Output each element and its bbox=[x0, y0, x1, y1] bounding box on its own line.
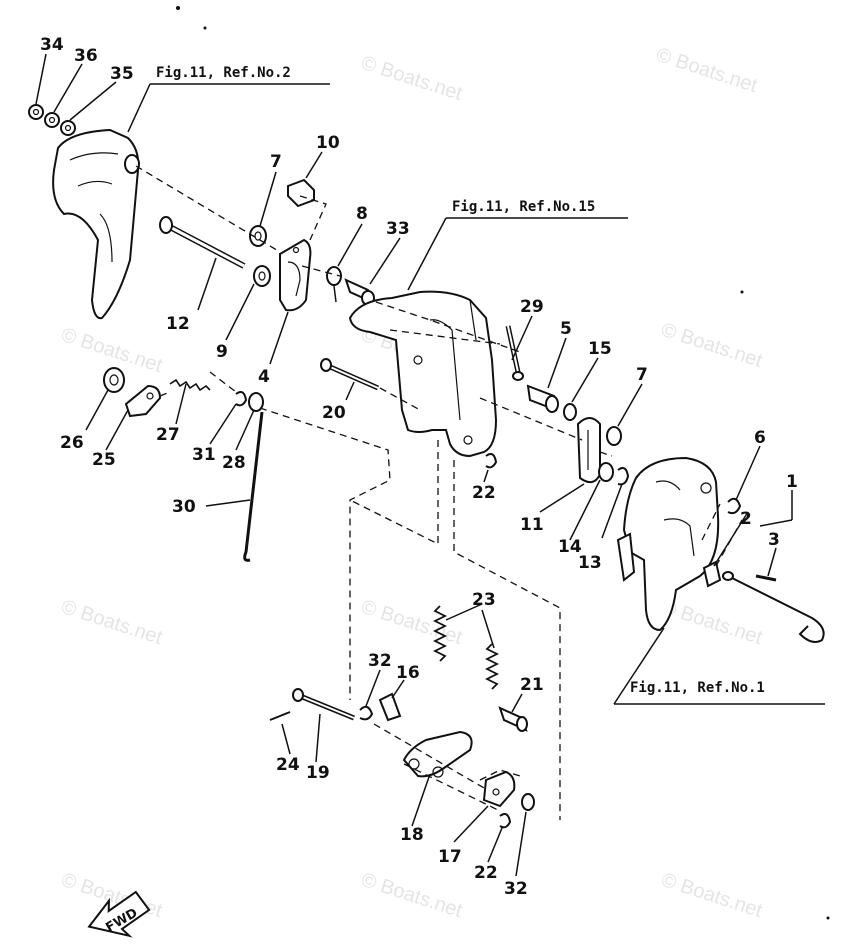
spring-27 bbox=[169, 378, 211, 392]
callout-17: 17 bbox=[438, 847, 462, 867]
callout-2: 2 bbox=[740, 509, 752, 529]
callout-9: 9 bbox=[216, 342, 228, 362]
cotter-3 bbox=[755, 574, 777, 582]
swivel-bracket bbox=[348, 290, 498, 458]
callout-8: 8 bbox=[356, 204, 368, 224]
left-clamp-bracket bbox=[52, 128, 140, 320]
washer-15 bbox=[563, 403, 577, 421]
lever-18 bbox=[402, 730, 473, 778]
callout-31: 31 bbox=[192, 445, 216, 465]
callout-numbers: 1 2 3 4 5 6 7 7 8 9 10 11 12 13 14 15 16… bbox=[40, 35, 798, 899]
watermark: © Boats.net bbox=[658, 869, 765, 922]
callout-19: 19 bbox=[306, 763, 330, 783]
callout-22b: 22 bbox=[474, 863, 498, 883]
callout-34: 34 bbox=[40, 35, 64, 55]
washer-14 bbox=[598, 462, 614, 482]
plate-4 bbox=[279, 238, 312, 312]
clip-22-upper bbox=[485, 453, 498, 469]
watermark: © Boats.net bbox=[358, 52, 465, 105]
callout-22a: 22 bbox=[472, 483, 496, 503]
ref-label-bottom-right: Fig.11, Ref.No.1 bbox=[613, 627, 825, 705]
callout-21: 21 bbox=[520, 675, 544, 695]
speck bbox=[176, 6, 180, 10]
washer-7-right bbox=[606, 426, 622, 446]
washer-8 bbox=[326, 266, 342, 286]
callout-28: 28 bbox=[222, 453, 246, 473]
callout-11: 11 bbox=[520, 515, 544, 535]
callout-36: 36 bbox=[74, 46, 98, 66]
right-clamp-bracket bbox=[616, 456, 720, 632]
callout-32b: 32 bbox=[504, 879, 528, 899]
callout-32a: 32 bbox=[368, 651, 392, 671]
callout-33: 33 bbox=[386, 219, 410, 239]
washer-32-lower bbox=[521, 793, 535, 811]
callout-13: 13 bbox=[578, 553, 602, 573]
cotter-24 bbox=[269, 711, 291, 721]
watermark: © Boats.net bbox=[658, 319, 765, 372]
callout-35: 35 bbox=[110, 64, 134, 84]
callout-26: 26 bbox=[60, 433, 84, 453]
callout-7a: 7 bbox=[270, 152, 282, 172]
dashed-assembly-lines bbox=[135, 165, 743, 820]
callout-5: 5 bbox=[560, 319, 572, 339]
ref-label-top-left: Fig.11, Ref.No.2 bbox=[127, 65, 330, 133]
callout-23: 23 bbox=[472, 590, 496, 610]
bolt-19 bbox=[292, 688, 355, 721]
lever-17 bbox=[482, 770, 516, 808]
bolt-20 bbox=[320, 358, 380, 391]
svg-text:Fig.11, Ref.No.1: Fig.11, Ref.No.1 bbox=[630, 680, 765, 696]
callout-10: 10 bbox=[316, 133, 340, 153]
bushing-21 bbox=[498, 706, 528, 732]
pin-2 bbox=[702, 560, 722, 588]
callout-14: 14 bbox=[558, 537, 582, 557]
fwd-arrow: FWD bbox=[87, 890, 151, 938]
callout-24: 24 bbox=[276, 755, 300, 775]
callout-27: 27 bbox=[156, 425, 180, 445]
clip-13 bbox=[617, 467, 630, 486]
watermark: © Boats.net bbox=[653, 44, 760, 97]
svg-text:Fig.11, Ref.No.2: Fig.11, Ref.No.2 bbox=[156, 65, 291, 81]
watermark: © Boats.net bbox=[358, 596, 465, 649]
speck bbox=[203, 26, 207, 30]
callout-6: 6 bbox=[754, 428, 766, 448]
rod-30 bbox=[243, 411, 264, 562]
watermark: © Boats.net bbox=[58, 596, 165, 649]
bolt-12 bbox=[159, 216, 246, 269]
speck bbox=[740, 290, 744, 294]
svg-text:Fig.11, Ref.No.15: Fig.11, Ref.No.15 bbox=[452, 199, 595, 215]
clip-31 bbox=[235, 391, 248, 407]
clip-6 bbox=[727, 497, 742, 515]
callout-15: 15 bbox=[588, 339, 612, 359]
knob-26 bbox=[103, 367, 125, 393]
speck bbox=[826, 916, 830, 920]
callout-7b: 7 bbox=[636, 365, 648, 385]
clip-22-lower bbox=[499, 813, 512, 829]
callout-30: 30 bbox=[172, 497, 196, 517]
callout-25: 25 bbox=[92, 450, 116, 470]
washer-9 bbox=[253, 265, 271, 287]
callout-16: 16 bbox=[396, 663, 420, 683]
rod-1 bbox=[722, 571, 825, 643]
springs-23 bbox=[432, 605, 500, 690]
ref-label-center: Fig.11, Ref.No.15 bbox=[407, 199, 628, 291]
lever-25 bbox=[124, 384, 162, 418]
callout-4: 4 bbox=[258, 367, 270, 387]
callout-3: 3 bbox=[768, 530, 780, 550]
part-16 bbox=[378, 692, 402, 722]
link-11 bbox=[576, 417, 601, 484]
clip-32-upper bbox=[359, 705, 374, 721]
callout-20: 20 bbox=[322, 403, 346, 423]
callout-1: 1 bbox=[786, 472, 798, 492]
callout-29: 29 bbox=[520, 297, 544, 317]
callout-leaders bbox=[35, 53, 793, 877]
callout-12: 12 bbox=[166, 314, 190, 334]
washer-stack-34-36-35 bbox=[28, 104, 76, 136]
callout-18: 18 bbox=[400, 825, 424, 845]
watermark: © Boats.net bbox=[358, 869, 465, 922]
washer-28 bbox=[248, 392, 264, 412]
bushing-5 bbox=[526, 384, 559, 413]
block-10 bbox=[287, 178, 315, 208]
